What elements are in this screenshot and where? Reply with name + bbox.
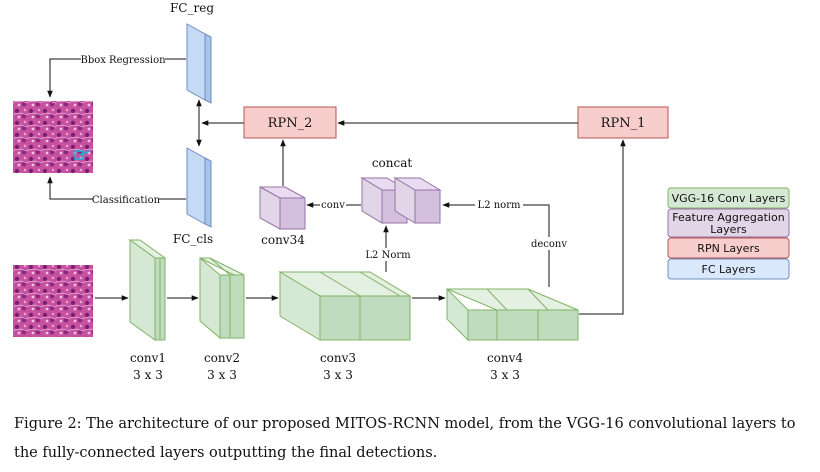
legend-item-rpn-swatch [667,237,790,259]
legend-item-vgg16-conv-label: VGG-16 Conv Layers [672,192,786,205]
l2-norm-horizontal-label: L2 norm [478,200,521,211]
conv1-label: conv1 [130,351,166,365]
rpn-2-box [243,106,337,139]
fc-reg-label: FC_reg [170,1,214,15]
conv4-kernel-label: 3 x 3 [490,368,520,382]
classification-label: Classification [92,195,161,206]
conv1-kernel-label: 3 x 3 [133,368,163,382]
legend-item-feature-aggregation-swatch [667,208,790,238]
conv34-block [259,186,306,230]
concat-block [360,177,442,224]
input-tissue-image [13,265,93,337]
conv34-label: conv34 [261,233,305,247]
concat-label: concat [372,156,413,170]
conv-arrow-label: conv [321,200,345,211]
legend-item-fc-swatch [667,258,790,280]
legend-item-fc-label: FC Layers [702,263,756,276]
fc-cls-layer [186,147,212,228]
conv4-block [446,287,579,342]
conv2-label: conv2 [204,351,240,365]
rpn-1-box [577,106,669,139]
rpn-2-label: RPN_2 [268,116,313,131]
conv1-block [128,239,167,341]
conv2-block [199,256,245,340]
conv4-label: conv4 [487,351,523,365]
conv3-label: conv3 [320,351,356,365]
l2-norm-vertical-label: L2 Norm [365,250,411,261]
conv3-kernel-label: 3 x 3 [323,368,353,382]
legend-item-vgg16-conv-swatch [667,187,790,209]
bbox-regression-label: Bbox Regression [80,55,166,66]
conv2-kernel-label: 3 x 3 [207,368,237,382]
deconv-label: deconv [531,239,567,250]
conv3-block [278,271,412,341]
conv4-to-rpn1-arrow [579,139,626,315]
fc-cls-label: FC_cls [173,232,213,246]
fc-reg-layer [186,23,212,104]
figure-caption: Figure 2: The architecture of our propos… [14,416,796,461]
rpn-1-label: RPN_1 [601,116,646,131]
output-tissue-image [13,101,93,173]
legend-item-rpn-label: RPN Layers [697,242,760,255]
